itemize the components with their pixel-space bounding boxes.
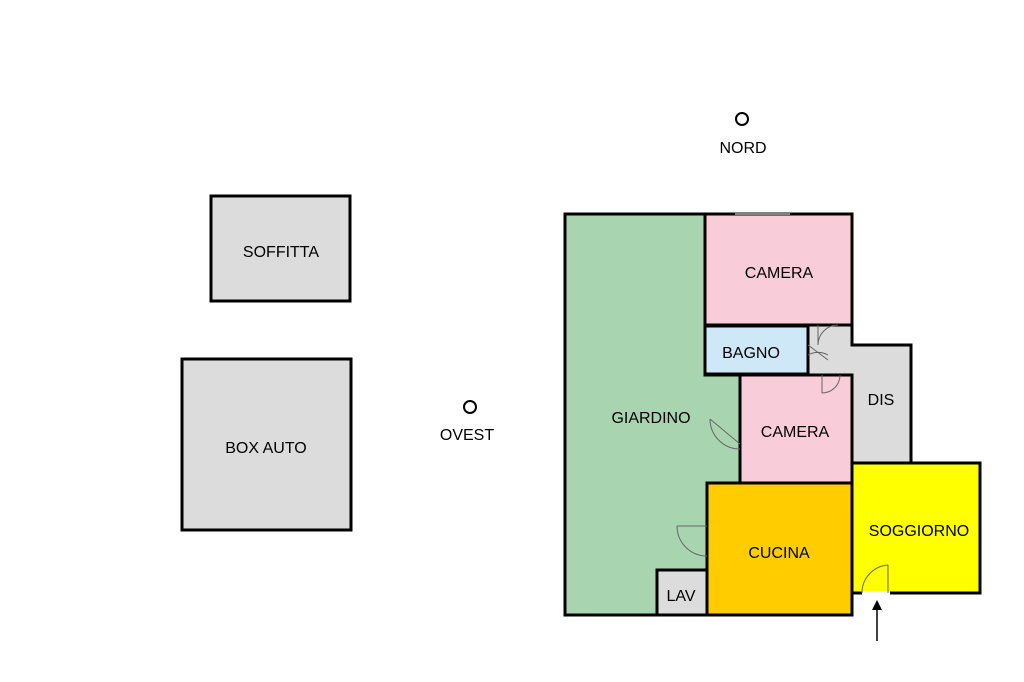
room-lav-label: LAV [666, 588, 695, 605]
room-camera-top-label: CAMERA [745, 265, 814, 282]
room-soggiorno: SOGGIORNO [850, 461, 982, 595]
west-circle-icon [463, 400, 477, 414]
room-giardino-label: GIARDINO [611, 410, 690, 427]
room-cucina-area [705, 481, 854, 617]
room-soffitta: SOFFITTA [209, 194, 352, 303]
room-soggiorno-area [850, 461, 982, 595]
room-soffitta-label: SOFFITTA [243, 244, 319, 261]
room-bagno-label: BAGNO [722, 345, 780, 362]
room-box-auto-label: BOX AUTO [225, 440, 307, 457]
room-cucina: CUCINA [705, 481, 854, 617]
west-label: OVEST [440, 427, 494, 444]
up-arrow-icon [872, 600, 882, 641]
room-lav-area [655, 568, 709, 617]
door-giardino-camera [709, 418, 741, 450]
north-label: NORD [719, 140, 766, 157]
room-cucina-label: CUCINA [748, 545, 810, 562]
door-camera-top [817, 324, 839, 346]
room-soffitta-area [209, 194, 352, 303]
room-camera-mid: CAMERA [738, 373, 854, 485]
entrance-gap [862, 591, 890, 595]
room-bagno: BAGNO [703, 324, 810, 376]
door-bagno [807, 344, 829, 361]
door-camera-mid [821, 374, 841, 394]
room-box-auto: BOX AUTO [180, 357, 353, 532]
north-circle-icon [735, 112, 749, 126]
door-swings [676, 324, 890, 595]
room-lav: LAV [655, 568, 709, 617]
door-entrance [861, 564, 889, 594]
room-bagno-area [703, 324, 810, 376]
room-soggiorno-label: SOGGIORNO [869, 523, 969, 540]
room-box-auto-area [180, 357, 353, 532]
room-camera-mid-label: CAMERA [761, 424, 830, 441]
room-camera-top-area [703, 212, 854, 327]
door-giardino-cucina [676, 525, 708, 557]
room-camera-top: CAMERA [703, 212, 854, 327]
room-dis-label: DIS [868, 392, 895, 409]
west-marker: OVEST [440, 400, 494, 444]
north-marker: NORD [719, 112, 767, 157]
room-camera-mid-area [738, 373, 854, 485]
